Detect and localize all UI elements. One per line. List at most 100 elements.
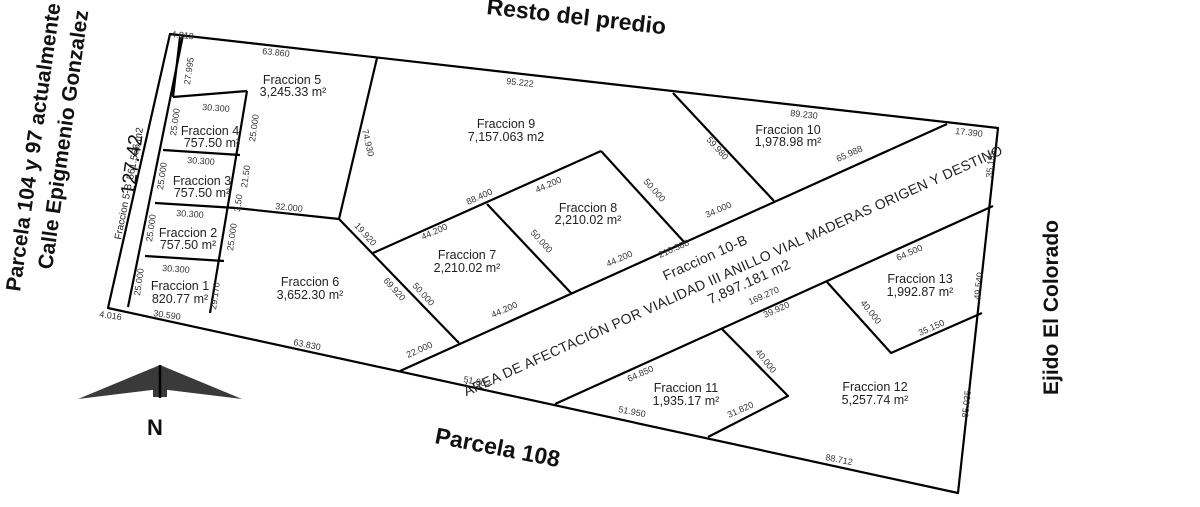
dim-label: 21.50 [239,165,252,189]
dim-label: 25.000 [144,214,158,243]
fraccion-10-name: Fraccion 10 [755,123,820,137]
dim-label: 30.300 [162,263,190,275]
fraccion-11-name: Fraccion 11 [654,381,718,395]
dim-label: 88.400 [465,186,494,206]
fraccion-6[interactable]: Fraccion 6 3,652.30 m² [277,275,344,302]
dim-label: 31.820 [726,399,755,419]
fraccion-3-name: Fraccion 3 [173,174,231,188]
dim-label: 34.000 [704,199,733,219]
dim-label: 19.920 [353,221,379,248]
fraccion-1[interactable]: Fraccion 1 820.77 m² [151,279,209,306]
fraccion-6-east-edge [338,218,460,344]
dim-label: 30.300 [187,155,215,167]
fraccion-5[interactable]: Fraccion 5 3,245.33 m² [260,73,327,99]
dim-label: 27.995 [182,57,196,86]
dim-label: 63.860 [262,46,290,59]
dim-label: 4.016 [99,309,123,322]
dim-label: 95.222 [506,76,534,89]
dim-label: 25.000 [132,268,146,297]
lot-1-2-divider [144,254,225,263]
dim-label: 39.920 [762,299,791,319]
north-label: N [147,415,163,440]
fraccion-5-6-divider [235,206,340,221]
dim-label: 25.000 [168,108,182,137]
dim-label: 30.300 [176,208,204,220]
fraccion-10-area: 1,978.98 m² [755,135,822,149]
fraccion-3-area: 757.50 m² [174,186,230,200]
fraccion-10b-road[interactable]: Fraccion 10-B ÁREA DE AFECTACIÓN POR VIA… [461,142,1005,399]
dim-label: 49.540 [972,272,985,300]
fraccion-7[interactable]: Fraccion 7 2,210.02 m² [434,248,501,275]
east-boundary-label: Ejido El Colorado [1040,220,1063,395]
strip-5b-label: Fraccion 5-B [113,183,135,241]
dim-label: 25.000 [225,223,239,252]
fraccion-8-name: Fraccion 8 [559,201,617,215]
lot-2-3-divider [154,201,237,210]
dim-label: 50.000 [411,281,437,308]
fraccion-9-south-edge [372,149,602,255]
dim-label: 44.200 [490,299,519,319]
dim-label: 4.818 [171,29,194,41]
north-boundary-label: Resto del predio [485,0,667,39]
north-arrow-icon [78,365,242,399]
fraccion-13[interactable]: Fraccion 13 1,992.87 m² [887,272,954,299]
outer-boundary [106,32,1000,495]
fraccion-11[interactable]: Fraccion 11 1,935.17 m² [653,381,720,408]
dim-label: 30.300 [202,102,230,114]
dim-label: 35.195 [984,150,997,178]
dim-label: 3.50 [232,194,244,213]
fraccion-4[interactable]: Fraccion 4 757.50 m² [181,124,240,150]
fraccion-3[interactable]: Fraccion 3 757.50 m² [173,174,231,200]
road-south-edge [554,204,994,406]
fraccion-5-area: 3,245.33 m² [260,85,327,99]
fraccion-13-area: 1,992.87 m² [887,285,954,299]
dim-label: 25.000 [247,114,261,143]
dim-label: 44.200 [534,174,563,194]
road-description: ÁREA DE AFECTACIÓN POR VIALIDAD III ANIL… [461,142,1005,399]
dim-label: 65.988 [835,143,864,163]
lot-4-top [172,89,248,99]
dim-label: 44.200 [605,248,634,268]
dim-label: 17.390 [955,126,983,139]
dim-label: 32.000 [275,201,303,214]
fraccion-7-name: Fraccion 7 [438,248,496,262]
fraccion-2-area: 757.50 m² [160,238,216,252]
fraccion-11-12-divider [707,328,790,438]
dim-label: 40.000 [753,347,778,375]
dim-label: 74.930 [360,128,376,157]
fraccion-8-east-edge [600,150,686,244]
fraccion-10[interactable]: Fraccion 10 1,978.98 m² [755,123,822,149]
fraccion-2[interactable]: Fraccion 2 757.50 m² [159,226,217,252]
fraccion-12[interactable]: Fraccion 12 5,257.74 m² [842,380,909,407]
fraccion-13-name: Fraccion 13 [887,272,952,286]
dim-label: 30.590 [153,308,182,322]
fraccion-12-area: 5,257.74 m² [842,393,909,407]
fraccion-8-area: 2,210.02 m² [555,213,622,227]
lot-3-4-divider [162,148,241,157]
dim-label: 51.950 [618,404,647,419]
fraccion-13-edges [826,281,983,355]
dim-label: 85.035 [960,390,973,418]
fraccion-12-name: Fraccion 12 [842,380,907,394]
fraccion-7-8-divider [486,203,572,294]
fraccion-5-9-divider [337,57,379,220]
road-north-edge [399,122,948,373]
fraccion-2-name: Fraccion 2 [159,226,217,240]
fraccion-4-area: 757.50 m² [184,136,240,150]
dim-label: 89.230 [790,108,818,121]
fraccion-9-10-divider [672,92,775,202]
fraccion-9[interactable]: Fraccion 9 7,157.063 m2 [468,117,544,144]
dim-label: 69.920 [382,276,408,303]
small-lots-east-edge [208,90,249,314]
fraccion-8[interactable]: Fraccion 8 2,210.02 m² [555,201,622,227]
fraccion-1-name: Fraccion 1 [151,279,209,293]
fraccion-9-name: Fraccion 9 [477,117,535,131]
fraccion-11-area: 1,935.17 m² [653,394,720,408]
dim-label: 64.500 [895,242,924,262]
dim-label: 25.000 [155,162,169,191]
south-boundary-label: Parcela 108 [433,422,562,472]
dim-label: 59.980 [705,135,731,162]
fraccion-9-area: 7,157.063 m2 [468,130,544,144]
plot-lines [106,32,1000,495]
